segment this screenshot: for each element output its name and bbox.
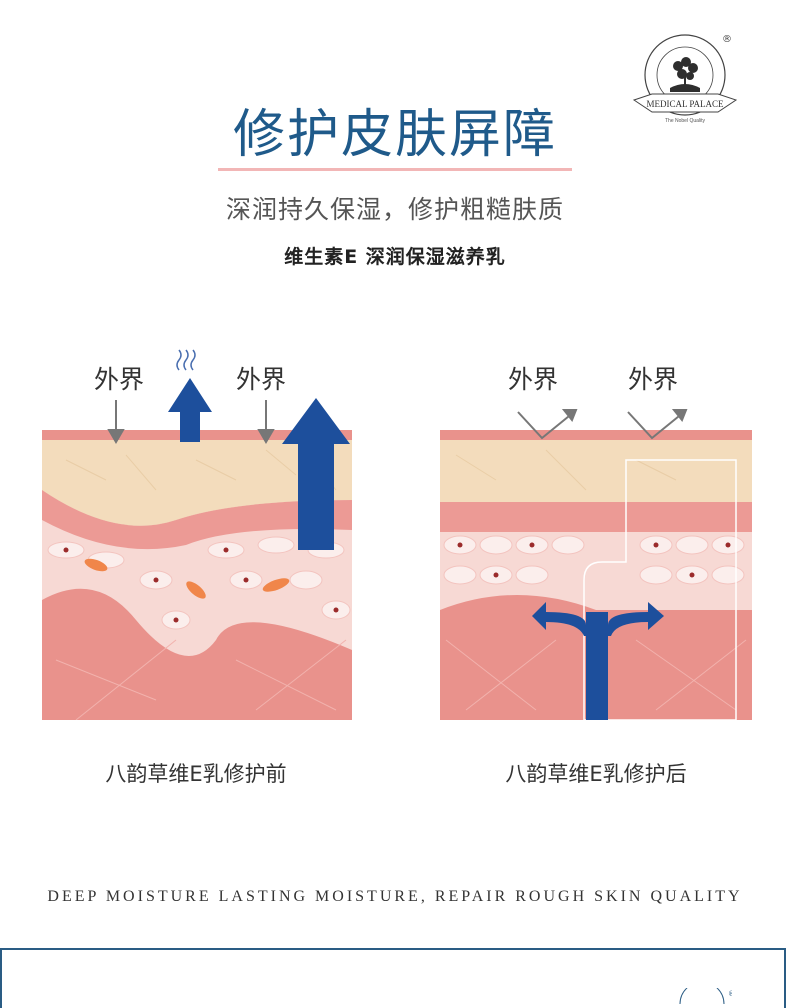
caption-after: 八韵草维E乳修护后 (505, 762, 687, 786)
deflect-arrow-icon (517, 409, 688, 440)
logo-tagline: The Nobel Quality (665, 118, 706, 124)
brand-logo: MEDICAL PALACE The Nobel Quality (632, 34, 738, 124)
registered-mark: ® (722, 34, 732, 45)
outside-label-2: 外界 (236, 365, 286, 394)
bottom-logo-icon: ® (679, 988, 732, 1004)
english-tagline: DEEP MOISTURE LASTING MOISTURE, REPAIR R… (47, 888, 743, 905)
outside-label-1: 外界 (94, 365, 144, 394)
page-title: 修护皮肤屏障 (232, 105, 557, 165)
moisture-loss-arrow-icon (168, 378, 350, 550)
title-underline (218, 168, 572, 171)
outside-label-1: 外界 (508, 365, 558, 394)
repair-arrow-icon (532, 602, 664, 720)
diagram-after: 外界 外界 (440, 365, 752, 720)
bottom-frame (0, 948, 786, 1008)
svg-text:®: ® (728, 990, 732, 998)
page-subtitle: 深润持久保湿，修护粗糙肤质 (225, 195, 564, 224)
flower-icon (670, 57, 700, 92)
arrow-down-icon (107, 400, 275, 444)
steam-icon (176, 349, 196, 371)
outside-label-2: 外界 (628, 365, 678, 394)
logo-text: MEDICAL PALACE (646, 99, 724, 109)
product-name: 维生素E 深润保湿滋养乳 (284, 246, 506, 268)
caption-before: 八韵草维E乳修护前 (105, 762, 287, 786)
diagram-before: 外界 外界 (42, 349, 352, 720)
